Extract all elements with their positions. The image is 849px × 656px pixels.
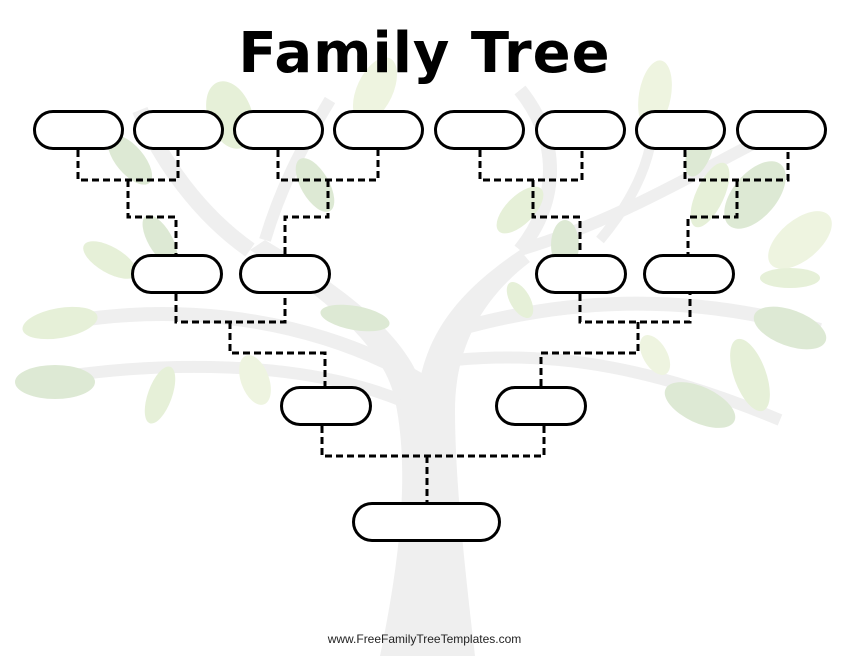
name-box-self[interactable] xyxy=(352,502,501,542)
name-box-gen2-1[interactable] xyxy=(131,254,223,294)
name-box-gen1-4[interactable] xyxy=(333,110,424,150)
name-box-gen1-3[interactable] xyxy=(233,110,324,150)
name-box-gen1-2[interactable] xyxy=(133,110,224,150)
name-box-gen3-2[interactable] xyxy=(495,386,587,426)
name-box-gen1-1[interactable] xyxy=(33,110,124,150)
name-box-gen1-8[interactable] xyxy=(736,110,827,150)
name-box-gen2-3[interactable] xyxy=(535,254,627,294)
name-box-gen2-2[interactable] xyxy=(239,254,331,294)
footer-website: www.FreeFamilyTreeTemplates.com xyxy=(327,632,522,646)
name-box-gen1-7[interactable] xyxy=(635,110,726,150)
name-box-gen2-4[interactable] xyxy=(643,254,735,294)
name-box-gen1-6[interactable] xyxy=(535,110,626,150)
page-title: Family Tree xyxy=(238,21,611,86)
name-box-gen1-5[interactable] xyxy=(434,110,525,150)
name-box-gen3-1[interactable] xyxy=(280,386,372,426)
